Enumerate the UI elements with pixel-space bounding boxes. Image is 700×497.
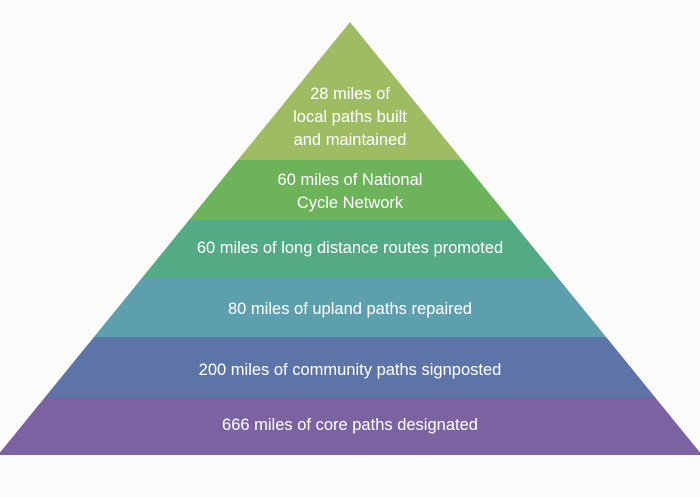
pyramid-tier-6 [0,397,700,455]
tier-5-label-line-1: 200 miles of community paths signposted [199,361,502,379]
tier-1-label-line-3: and maintained [294,131,407,149]
tier-2-label-line-2: Cycle Network [297,194,404,212]
pyramid-tier-2 [189,160,511,220]
tier-6-label-line-1: 666 miles of core paths designated [222,416,478,434]
pyramid-tier-5 [45,337,655,397]
pyramid-tier-4 [93,278,607,337]
pyramid-tiers [0,22,700,455]
tier-3-label-line-1: 60 miles of long distance routes promote… [197,239,503,257]
tier-1-label-line-1: 28 miles of [310,85,390,103]
tier-2-label-line-1: 60 miles of National [278,171,423,189]
pyramid-tier-3 [141,220,559,278]
tier-4-label-line-1: 80 miles of upland paths repaired [228,300,472,318]
pyramid-tier-1 [237,22,463,160]
pyramid-labels: 28 miles of local paths built and maintain… [197,85,503,434]
tier-1-label-line-2: local paths built [293,108,407,126]
